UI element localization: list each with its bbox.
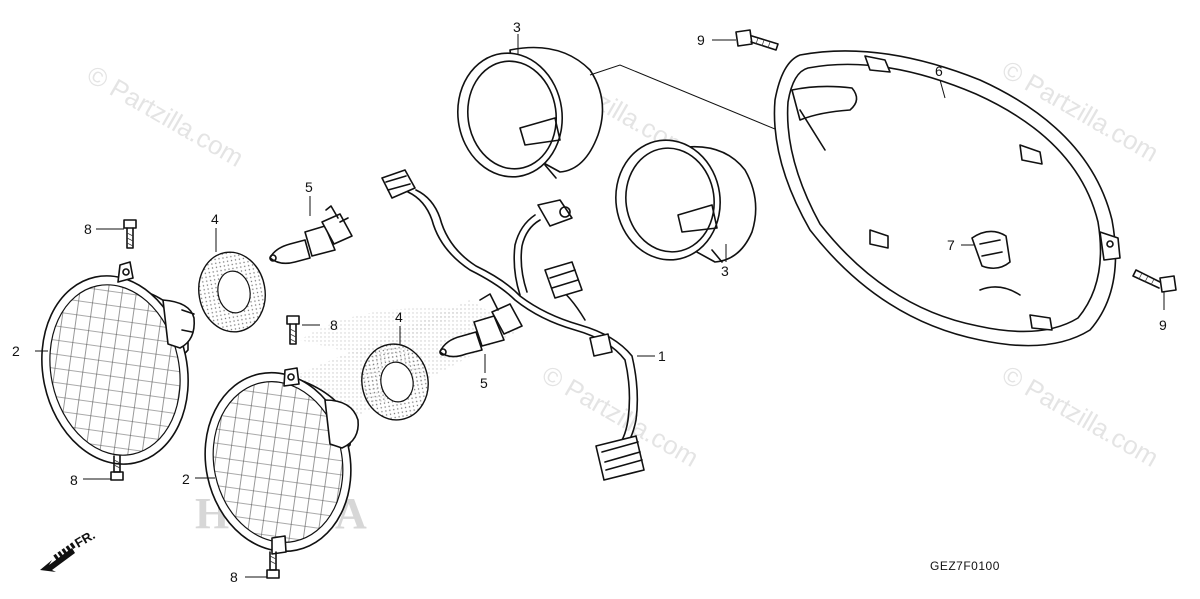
bulb-upper [269,205,353,265]
callout-9: 9 [697,32,705,48]
callout-8: 8 [70,472,78,488]
bolt-9-right [1132,269,1177,293]
callout-8: 8 [230,569,238,585]
callout-8: 8 [84,221,92,237]
headlight-unit-center [204,367,359,555]
headlight-case-lower [615,139,757,263]
headlight-unit-left [41,261,196,465]
drawing-code: GEZ7F0100 [930,559,1000,573]
callout-7: 7 [947,237,955,253]
headlight-case-upper [456,46,604,179]
callout-2: 2 [12,343,20,359]
dust-seal-upper [198,251,266,333]
callout-3: 3 [721,263,729,279]
callout-3: 3 [513,19,521,35]
callout-5: 5 [305,179,313,195]
bolt-8-center [286,315,300,345]
watermark-text: © Partzilla.com [82,59,249,173]
front-arrow-label: FR. [72,527,98,550]
front-direction-arrow: FR. [40,527,98,572]
callout-labels: 1 2 2 3 3 4 4 5 5 6 7 8 8 8 8 9 9 [12,19,1167,585]
callout-4: 4 [395,309,403,325]
callout-1: 1 [658,348,666,364]
bolt-9-top [735,29,779,51]
callout-6: 6 [935,63,943,79]
callout-2: 2 [182,471,190,487]
callout-9: 9 [1159,317,1167,333]
headlight-rim [773,50,1121,347]
bolt-8-bottom [266,551,280,579]
bulb-socket [971,230,1011,270]
callout-4: 4 [211,211,219,227]
bolt-8-mid-left [110,455,124,481]
bulb-lower [439,293,523,358]
dust-seal-lower [361,343,429,421]
callout-5: 5 [480,375,488,391]
bolt-8-top-left [123,219,137,249]
wire-harness [381,169,645,481]
leader-lines [35,34,1165,578]
watermark-text: © Partzilla.com [997,359,1164,473]
callout-8: 8 [330,317,338,333]
